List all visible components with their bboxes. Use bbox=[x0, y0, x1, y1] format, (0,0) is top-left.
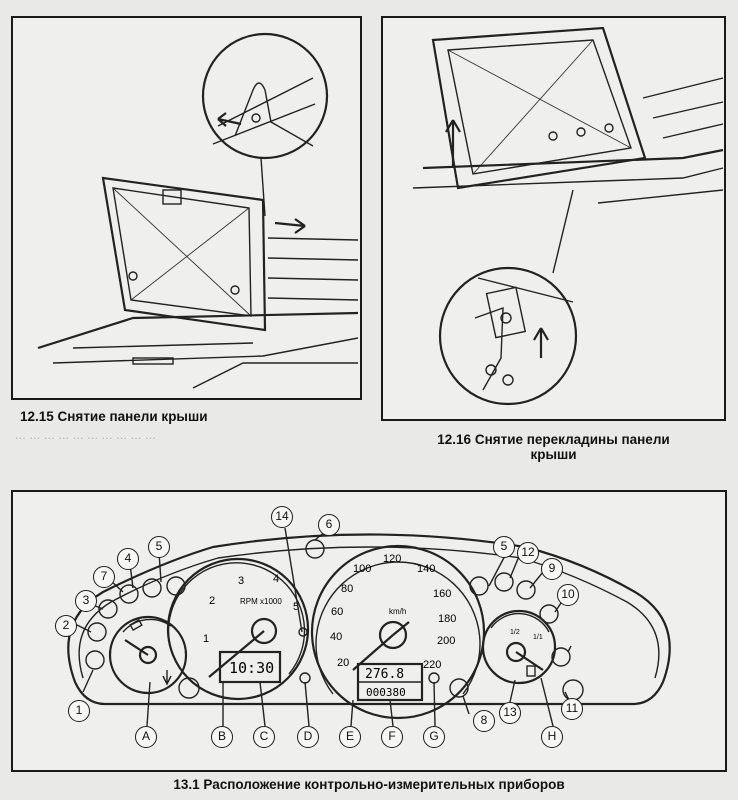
fuel-tick-full: 1/1 bbox=[533, 634, 543, 641]
callout-leaders bbox=[70, 527, 572, 727]
callout-13: 13 bbox=[499, 702, 521, 724]
speedometer bbox=[310, 544, 486, 720]
roof-panel bbox=[101, 176, 267, 332]
odometer-lcd-text: 000380 bbox=[366, 686, 406, 699]
speedometer-tick-100: 100 bbox=[353, 563, 371, 575]
figure-12-15-panel bbox=[11, 16, 362, 400]
callout-B: B bbox=[211, 726, 233, 748]
roof-panel-illustration bbox=[37, 32, 359, 389]
tachometer-unit-label: RPM x1000 bbox=[240, 597, 282, 606]
coolant-icon bbox=[162, 670, 172, 686]
trip-lcd-text: 276.8 bbox=[365, 667, 404, 682]
roof-rail bbox=[412, 77, 724, 204]
temperature-gauge bbox=[108, 615, 188, 695]
figure-12-16-caption-line1: 12.16 Снятие перекладины панели bbox=[437, 432, 670, 447]
tachometer-tick-1: 1 bbox=[203, 633, 209, 645]
callout-A: A bbox=[135, 726, 157, 748]
callout-3: 3 bbox=[75, 590, 97, 612]
speedometer-tick-120: 120 bbox=[383, 553, 401, 565]
fuel-pump-icon bbox=[526, 665, 536, 677]
callout-14: 14 bbox=[271, 506, 293, 528]
fuel-tick-half: 1/2 bbox=[510, 629, 520, 636]
callout-2: 2 bbox=[55, 615, 77, 637]
callout-H: H bbox=[541, 726, 563, 748]
callout-9: 9 bbox=[541, 558, 563, 580]
callout-11: 11 bbox=[561, 698, 583, 720]
roof-crossbar-illustration bbox=[412, 26, 724, 406]
bleed-through-text: ... ... ... ... ... ... ... ... ... ... bbox=[15, 427, 156, 442]
callout-E: E bbox=[339, 726, 361, 748]
figure-12-16-caption-line2: крыши bbox=[530, 447, 577, 462]
inset-detail bbox=[201, 32, 329, 160]
roof-tray bbox=[37, 237, 359, 389]
speedometer-tick-180: 180 bbox=[438, 613, 456, 625]
tachometer-tick-3: 3 bbox=[238, 575, 244, 587]
callout-F: F bbox=[381, 726, 403, 748]
callout-4: 4 bbox=[117, 548, 139, 570]
callout-10: 10 bbox=[557, 584, 579, 606]
speedometer-tick-80: 80 bbox=[341, 583, 353, 595]
callout-12: 12 bbox=[517, 542, 539, 564]
speedometer-tick-160: 160 bbox=[433, 588, 451, 600]
figure-12-16-caption: 12.16 Снятие перекладины панели крыши bbox=[381, 432, 726, 462]
callout-5: 5 bbox=[148, 536, 170, 558]
figure-12-16-panel bbox=[381, 16, 726, 421]
callout-8: 8 bbox=[473, 710, 495, 732]
callout-G: G bbox=[423, 726, 445, 748]
lifted-panel bbox=[431, 26, 647, 190]
figure-13-1-panel: 1 2 3 4 5 RPM x1000 10:30 20 40 60 80 10… bbox=[11, 490, 727, 772]
figure-13-1-caption: 13.1 Расположение контрольно-измерительн… bbox=[173, 777, 565, 792]
callout-7: 7 bbox=[93, 566, 115, 588]
tachometer bbox=[166, 557, 311, 701]
speedometer-unit-label: km/h bbox=[389, 607, 406, 616]
hinge-detail bbox=[438, 266, 578, 406]
speedometer-tick-220: 220 bbox=[423, 659, 441, 671]
callout-C: C bbox=[253, 726, 275, 748]
speedometer-tick-200: 200 bbox=[437, 635, 455, 647]
speedometer-tick-60: 60 bbox=[331, 606, 343, 618]
tachometer-tick-5: 5 bbox=[293, 601, 299, 613]
figure-12-15-caption: 12.15 Снятие панели крыши bbox=[20, 409, 208, 424]
fuel-gauge bbox=[481, 609, 557, 685]
instrument-cluster: 1 2 3 4 5 RPM x1000 10:30 20 40 60 80 10… bbox=[67, 527, 671, 727]
tachometer-tick-4: 4 bbox=[273, 573, 279, 585]
callout-5-right: 5 bbox=[493, 536, 515, 558]
callout-D: D bbox=[297, 726, 319, 748]
tachometer-tick-2: 2 bbox=[209, 595, 215, 607]
speedometer-tick-20: 20 bbox=[337, 657, 349, 669]
speedometer-tick-140: 140 bbox=[417, 563, 435, 575]
callout-6: 6 bbox=[318, 514, 340, 536]
clock-lcd-text: 10:30 bbox=[229, 659, 274, 677]
callout-1: 1 bbox=[68, 700, 90, 722]
clock-lcd bbox=[218, 650, 282, 684]
speedometer-tick-40: 40 bbox=[330, 631, 342, 643]
tachometer-needle bbox=[208, 630, 265, 678]
